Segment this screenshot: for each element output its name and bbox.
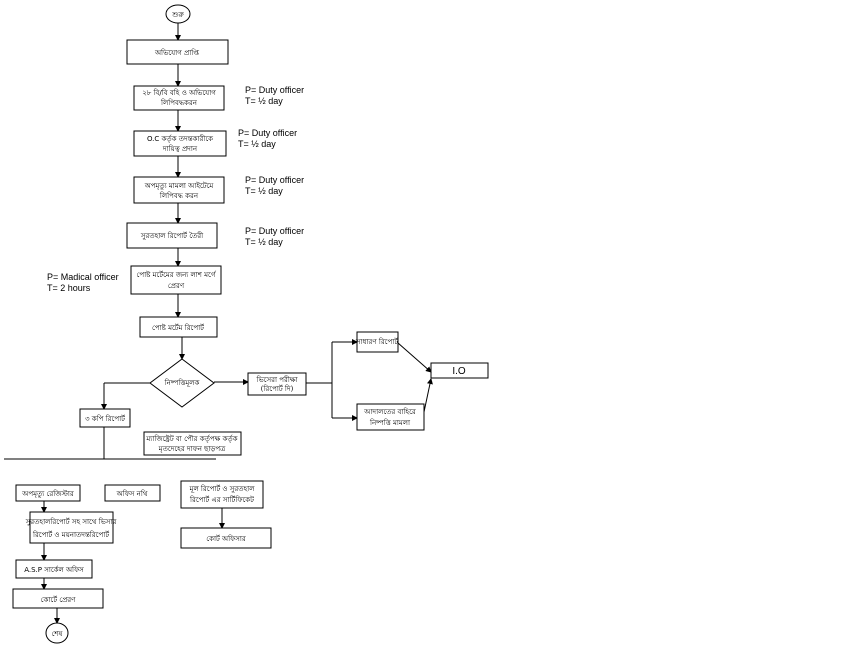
node-ud-register: অপমৃত্যু রেজিস্টার [15,484,81,502]
node-record-line-2: লিপিবদ্ধ করন [159,192,199,200]
node-office-file-text: অফিস নথি [116,490,148,498]
node-court-officer-text: কোর্ট অফিসার [206,534,246,543]
node-original-report-line-2: রিপোর্ট এর সার্টিফিকেট [189,495,254,504]
annotation-inquest-time: T= ½ day [245,237,283,247]
node-burial-line-2: মৃতদেহের দাফন ছাড়পত্র [158,445,226,453]
node-inquest: সুরতহাল রিপোর্ট তৈরী [126,222,218,249]
node-assign: O.C কর্তৃক তদন্তকারীকে দায়িত্ব প্রদান [133,130,227,157]
node-combined-line-2: রিপোর্ট ও ময়নাতদন্তরিপোর্ট [32,530,109,539]
node-office-file: অফিস নথি [104,484,161,502]
end-terminal: শেষ [45,622,69,644]
node-copies-text: ৩ কপি রিপোর্ট [85,414,125,423]
node-decision: নিষ্পত্তিমূলক [149,358,215,408]
annotation-register-person: P= Duty officer [245,85,304,95]
node-ud-register-text: অপমৃত্যু রেজিস্টার [21,489,74,498]
node-register: ২৮ বি/বি বহি ও অভিযোগ লিপিবদ্ধকরন [133,85,225,111]
node-io: I.O [430,362,489,379]
node-court-case-line-2: নিষ্পত্তি মামলা [369,419,411,427]
annotation-assign-time: T= ½ day [238,139,276,149]
node-postmortem-send-line-1: পোষ্ট মর্টেমের জন্য লাশ মর্গে [137,270,217,279]
arrow-court-case-to-io [423,378,433,413]
start-label: শুরু [171,11,184,19]
node-postmortem-report: পোষ্ট মর্টেম রিপোর্ট [139,316,218,338]
node-court-officer: কোর্ট অফিসার [180,527,272,549]
node-asp-text: A.S.P সার্কেল অফিস [24,566,84,574]
node-original-report: মূল রিপোর্ট ও সুরতহাল রিপোর্ট এর সার্টিফ… [180,480,264,509]
node-general-report-text: সাধারণ রিপোর্ট [355,337,398,346]
annotation-assign-person: P= Duty officer [238,128,297,138]
node-original-report-line-1: মূল রিপোর্ট ও সুরতহাল [189,484,256,493]
node-postmortem-report-text: পোষ্ট মর্টেম রিপোর্ট [152,323,204,332]
annotation-record-person: P= Duty officer [245,175,304,185]
node-register-line-1: ২৮ বি/বি বহি ও অভিযোগ [142,89,216,97]
node-complaint-text: অভিযোগ প্রাপ্তি [154,49,199,57]
node-court-case: আদালতের বাহিরে নিষ্পত্তি মামলা [356,403,425,431]
node-record-line-1: অপমৃত্যু মামলা আইটেমে [144,181,214,190]
node-court-send: কোর্টে প্রেরণ [12,588,104,609]
arrow-general-report-to-io [397,342,432,373]
node-complaint: অভিযোগ প্রাপ্তি [126,39,229,65]
node-register-line-2: লিপিবদ্ধকরন [160,99,198,107]
node-court-case-line-1: আদালতের বাহিরে [363,408,416,416]
node-viscera: ভিসেরা পরীক্ষা (রিপোর্ট দি) [247,372,307,396]
node-asp: A.S.P সার্কেল অফিস [15,559,93,579]
node-viscera-line-1: ভিসেরা পরীক্ষা [255,375,298,384]
annotation-inquest-person: P= Duty officer [245,226,304,236]
annotation-postmortem-time: T= 2 hours [47,283,91,293]
node-copies: ৩ কপি রিপোর্ট [79,408,131,428]
node-burial-line-1: ম্যাজিষ্ট্রেট বা পৌর কর্তৃপক্ষ কর্তৃক [145,434,237,443]
end-label: শেষ [52,630,63,638]
node-combined-line-1: সুরতহালরিপোর্ট সহ সাথে ভিসার [25,517,117,526]
node-decision-text: নিষ্পত্তিমূলক [164,379,200,387]
start-terminal: শুরু [165,4,191,24]
annotation-register-time: T= ½ day [245,96,283,106]
node-record: অপমৃত্যু মামলা আইটেমে লিপিবদ্ধ করন [133,176,225,204]
node-io-text: I.O [452,366,466,377]
node-combined-reports: সুরতহালরিপোর্ট সহ সাথে ভিসার রিপোর্ট ও ম… [25,511,117,544]
node-burial: ম্যাজিষ্ট্রেট বা পৌর কর্তৃপক্ষ কর্তৃক মৃ… [143,431,242,456]
node-assign-line-2: দায়িত্ব প্রদান [162,145,198,153]
node-court-send-text: কোর্টে প্রেরণ [41,595,77,604]
node-inquest-text: সুরতহাল রিপোর্ট তৈরী [140,231,204,240]
node-postmortem-send: পোষ্ট মর্টেমের জন্য লাশ মর্গে প্রেরণ [130,265,222,295]
annotation-record-time: T= ½ day [245,186,283,196]
node-assign-line-1: O.C কর্তৃক তদন্তকারীকে [147,134,213,143]
node-postmortem-send-line-2: প্রেরণ [168,282,185,290]
node-general-report: সাধারণ রিপোর্ট [355,331,399,353]
annotation-postmortem-person: P= Madical officer [47,272,119,282]
node-viscera-line-2: (রিপোর্ট দি) [261,384,294,393]
